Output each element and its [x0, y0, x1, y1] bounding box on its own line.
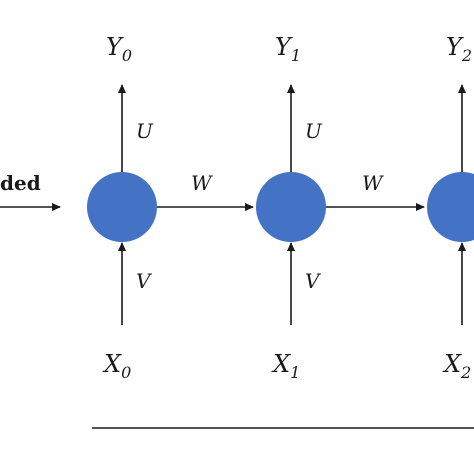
- recurrent-weight-label-0: W: [191, 171, 213, 195]
- output-label-1: Y1: [275, 33, 301, 65]
- hidden-state-node-2: [427, 172, 474, 242]
- output-label-2: Y2: [446, 33, 472, 65]
- node-0: Y0 U V X0: [87, 33, 157, 382]
- left-label: ded: [0, 171, 41, 195]
- input-weight-label-0: V: [136, 269, 153, 293]
- node-1: Y1 U V X1: [256, 33, 326, 382]
- recurrent-weight-label-1: W: [362, 171, 384, 195]
- input-label-0: X0: [102, 350, 131, 382]
- hidden-state-node-0: [87, 172, 157, 242]
- input-label-1: X1: [271, 350, 300, 382]
- node-2: Y2 X2: [427, 33, 474, 382]
- input-weight-label-1: V: [305, 269, 322, 293]
- output-weight-label-1: U: [305, 119, 323, 143]
- output-label-0: Y0: [106, 33, 132, 65]
- input-label-2: X2: [442, 350, 471, 382]
- hidden-state-node-1: [256, 172, 326, 242]
- output-weight-label-0: U: [136, 119, 154, 143]
